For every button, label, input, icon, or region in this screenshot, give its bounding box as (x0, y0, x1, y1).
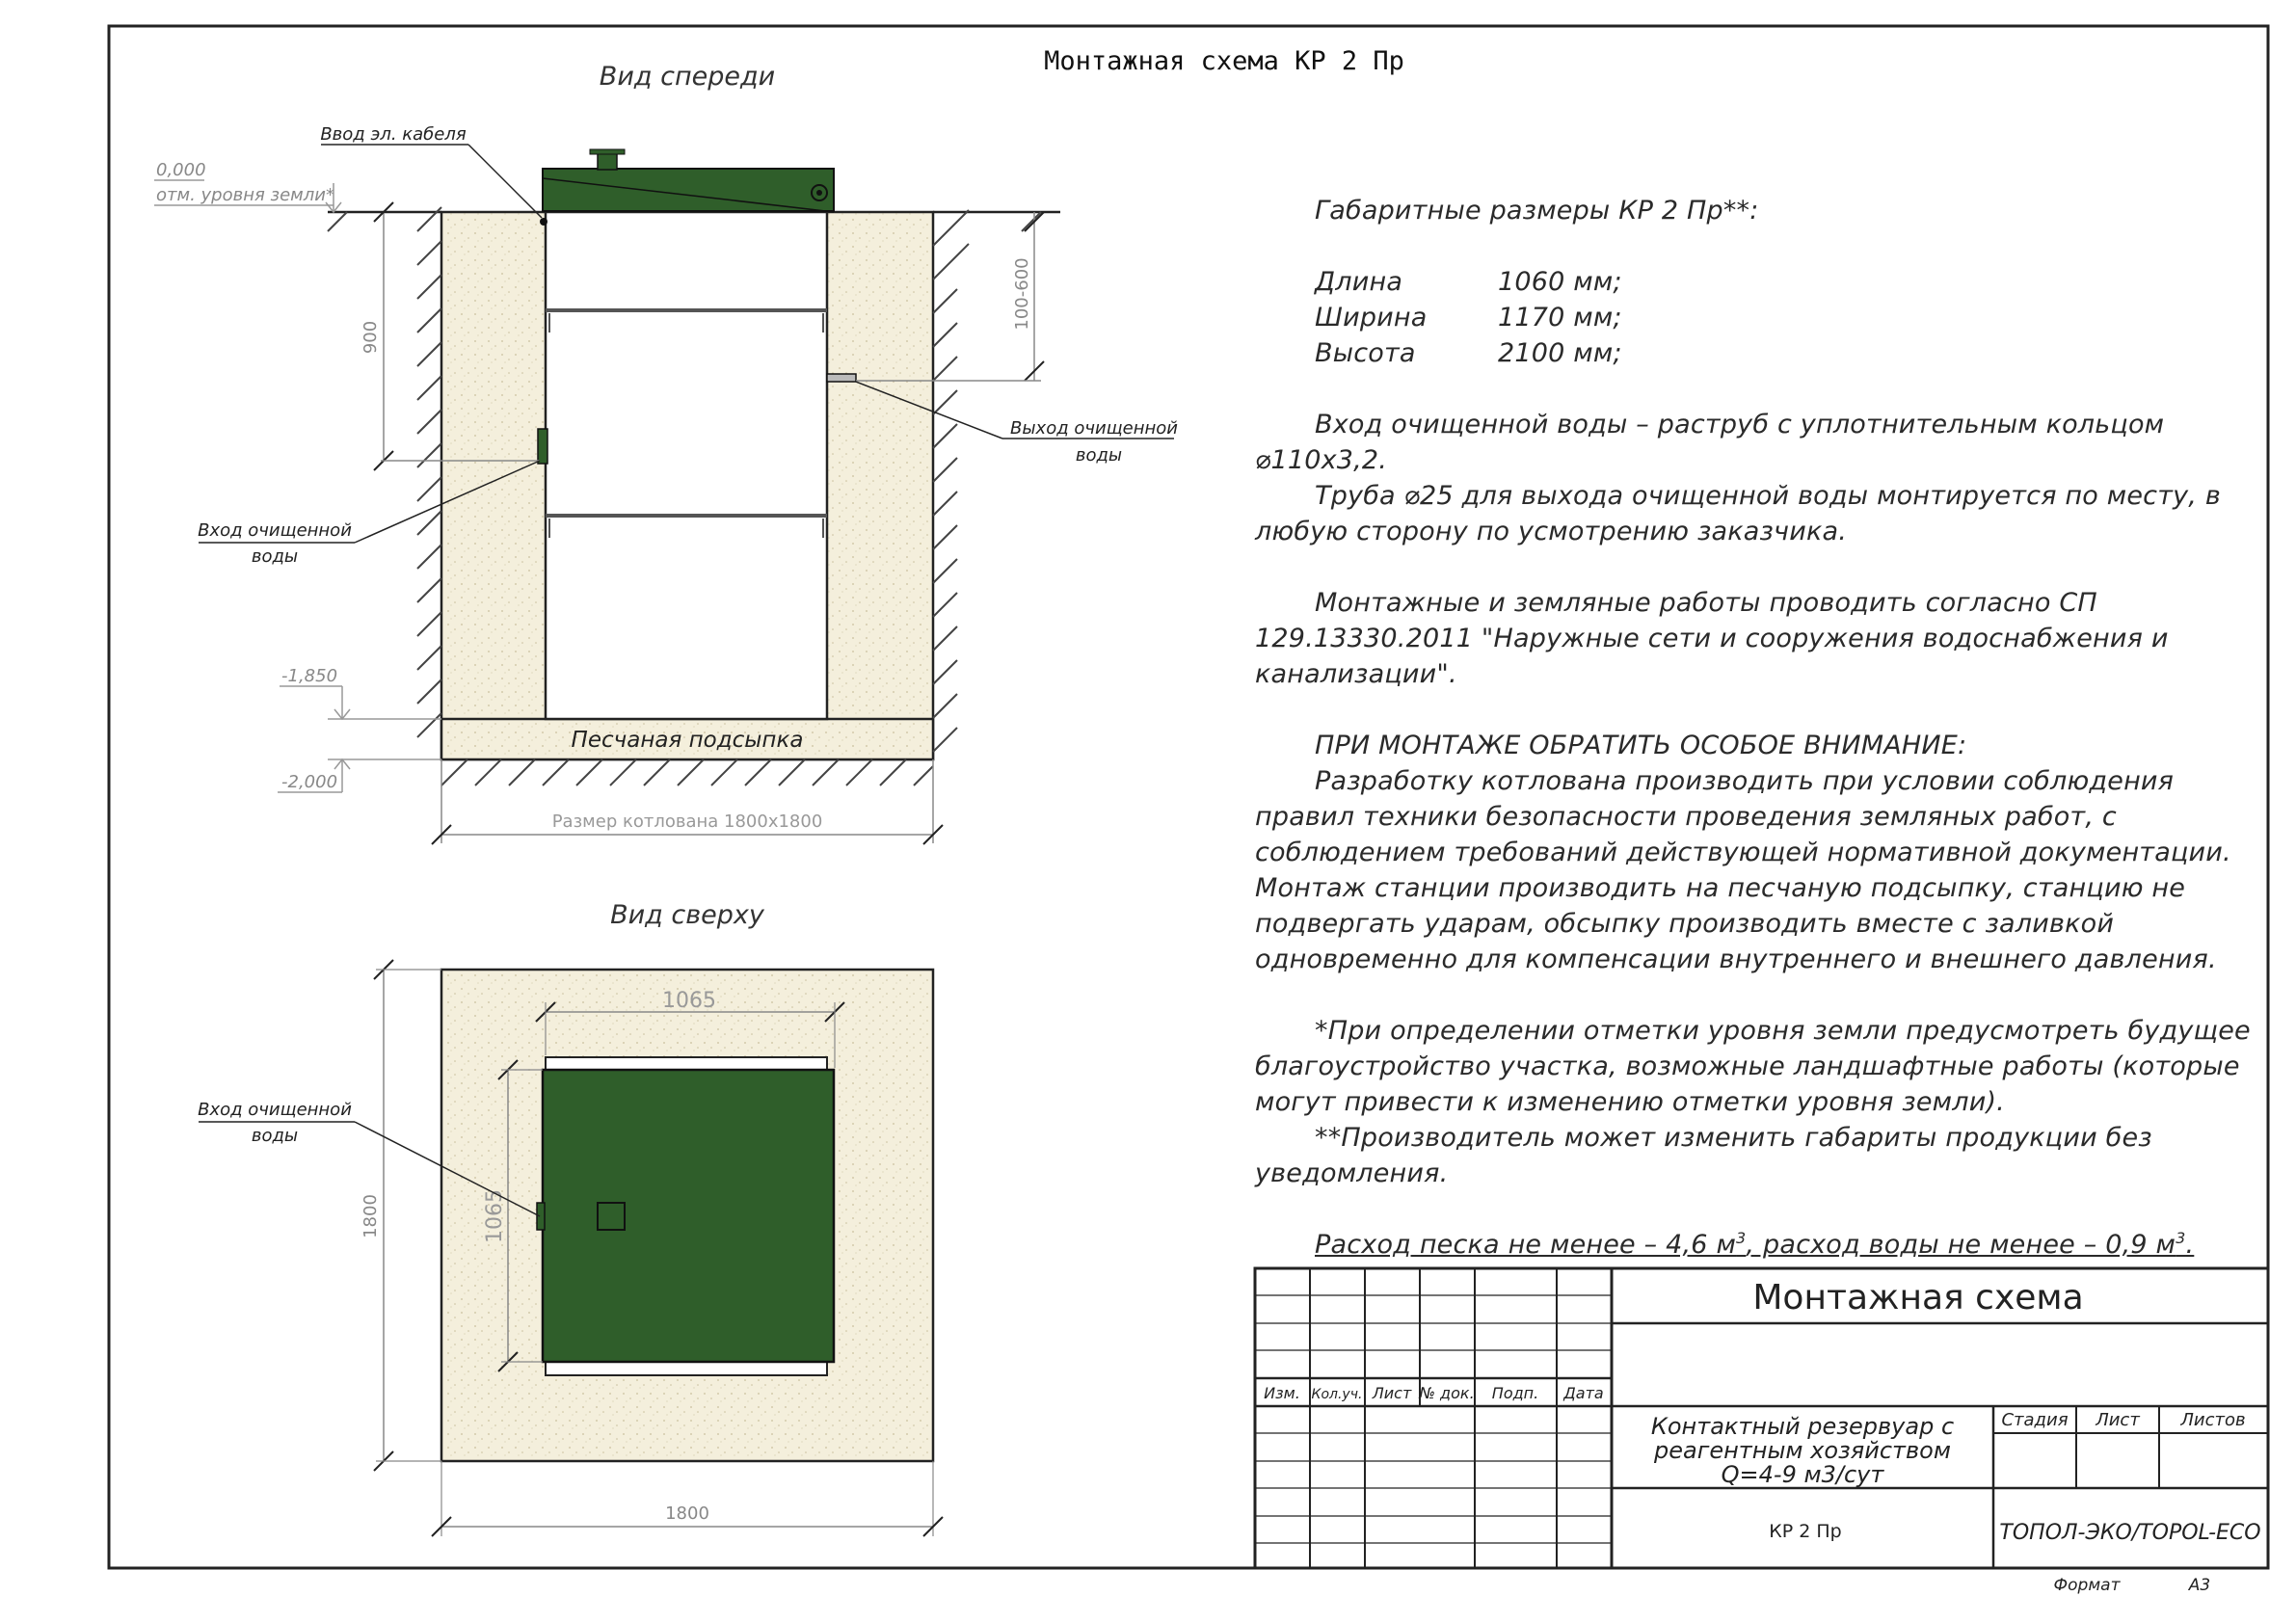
note-attention-title: ПРИ МОНТАЖЕ ОБРАТИТЬ ОСОБОЕ ВНИМАНИЕ: (1315, 731, 1967, 760)
consumption-water: , расход воды не менее – 0,9 м (1746, 1230, 2176, 1260)
sand-bed (440, 717, 935, 761)
note-works: Монтажные и земляные работы проводить со… (1255, 588, 2169, 689)
notes-heading: Габаритные размеры КР 2 Пр**: (1315, 196, 1759, 226)
top-dim-pit-vertical: 1800 (360, 1194, 381, 1238)
tb-col-list: Лист (1372, 1384, 1412, 1402)
top-view-label: Вид сверху (610, 900, 765, 930)
notes-block: Габаритные размеры КР 2 Пр**: Длина 1060… (1255, 193, 2267, 1263)
note-consumption: Расход песка не менее – 4,6 м3, расход в… (1255, 1227, 2267, 1263)
callout-outlet-line2: воды (1076, 445, 1122, 466)
callout-inlet-line2: воды (252, 546, 298, 567)
tb-format-label: Формат (2054, 1576, 2122, 1595)
top-vent-square (597, 1202, 626, 1231)
dim-value-height: 2100 мм; (1498, 338, 1622, 368)
tb-code: КР 2 Пр (1769, 1521, 1841, 1542)
top-tank-lid (541, 1068, 836, 1364)
front-view: Ввод эл. кабеля 0,000 отм. уровня земли*… (154, 124, 1178, 845)
tb-sheet: Лист (2095, 1410, 2140, 1430)
tb-format-value: А3 (2188, 1576, 2210, 1595)
top-dim-width: 1065 (662, 989, 716, 1013)
tank-body (544, 210, 829, 721)
dim-name-height: Высота (1315, 338, 1416, 368)
tb-sheet-title: Монтажная схема (1752, 1278, 2083, 1317)
top-callout-inlet-line1: Вход очищенной (198, 1100, 352, 1120)
note-pipe: Труба ⌀25 для выхода очищенной воды монт… (1255, 481, 2221, 546)
tb-product-line3: Q=4-9 м3/сут (1722, 1461, 1885, 1488)
tb-col-izm: Изм. (1264, 1384, 1300, 1402)
callout-outlet-line1: Выход очищенной (1010, 418, 1178, 439)
tb-product-line2: реагентным хозяйством (1653, 1437, 1951, 1464)
tb-product-line1: Контактный резервуар с (1651, 1413, 1954, 1440)
tb-col-data: Дата (1562, 1384, 1603, 1402)
callout-inlet-line1: Вход очищенной (198, 520, 352, 541)
pit-size-label: Размер котлована 1800х1800 (552, 812, 823, 832)
ground-level-label: отм. уровня земли* (156, 185, 334, 205)
top-view: 1065 1065 1800 1800 Вход очищенной воды (198, 959, 944, 1537)
ground-level-value: 0,000 (156, 160, 206, 180)
inlet-pipe (537, 428, 548, 465)
tank-lid (542, 168, 835, 212)
top-dim-pit-horizontal: 1800 (665, 1503, 709, 1524)
sheet-frame (107, 24, 2270, 1570)
title-block (1253, 1266, 2270, 1570)
tb-col-podp: Подп. (1492, 1384, 1538, 1402)
dimensions-table: Длина 1060 мм; Ширина 1170 мм; Высота 21… (1315, 264, 2267, 371)
dim-name-length: Длина (1315, 267, 1403, 297)
dim-value-length: 1060 мм; (1498, 267, 1622, 297)
dim-value-width: 1170 мм; (1498, 303, 1622, 333)
note-inlet: Вход очищенной воды – раструб с уплотнит… (1255, 410, 2165, 475)
level-1850: -1,850 (281, 666, 337, 686)
consumption-sup1: 3 (1736, 1229, 1747, 1247)
note-attention-body: Разработку котлована производить при усл… (1255, 766, 2231, 974)
consumption-end: . (2185, 1230, 2195, 1260)
dim-100-600: 100-600 (1012, 257, 1032, 330)
dim-900: 900 (360, 321, 381, 354)
sand-bed-label: Песчаная подсыпка (572, 728, 804, 753)
dim-name-width: Ширина (1315, 303, 1428, 333)
note-footnote1: *При определении отметки уровня земли пр… (1255, 1016, 2251, 1117)
soil-hatching (327, 206, 1042, 786)
callout-cable: Ввод эл. кабеля (320, 124, 467, 145)
front-view-label: Вид спереди (600, 62, 775, 92)
level-2000: -2,000 (281, 772, 337, 792)
main-title: Монтажная схема КР 2 Пр (1044, 46, 1404, 76)
consumption-sup2: 3 (2176, 1229, 2186, 1247)
tb-sheets: Листов (2179, 1410, 2245, 1430)
tb-col-ndok: № док. (1418, 1384, 1474, 1402)
tb-company: ТОПОЛ-ЭКО/TOPOL-ECO (1999, 1521, 2260, 1545)
tb-col-kol: Кол.уч. (1312, 1387, 1363, 1402)
top-callout-inlet-line2: воды (252, 1126, 298, 1146)
outlet-pipe (826, 373, 857, 383)
lid-vent (597, 151, 618, 171)
note-footnote2: **Производитель может изменить габариты … (1255, 1123, 2152, 1188)
consumption-text: Расход песка не менее – 4,6 м3, расход в… (1315, 1230, 2194, 1260)
consumption-sand: Расход песка не менее – 4,6 м (1315, 1230, 1737, 1260)
tb-stage: Стадия (2001, 1410, 2068, 1430)
